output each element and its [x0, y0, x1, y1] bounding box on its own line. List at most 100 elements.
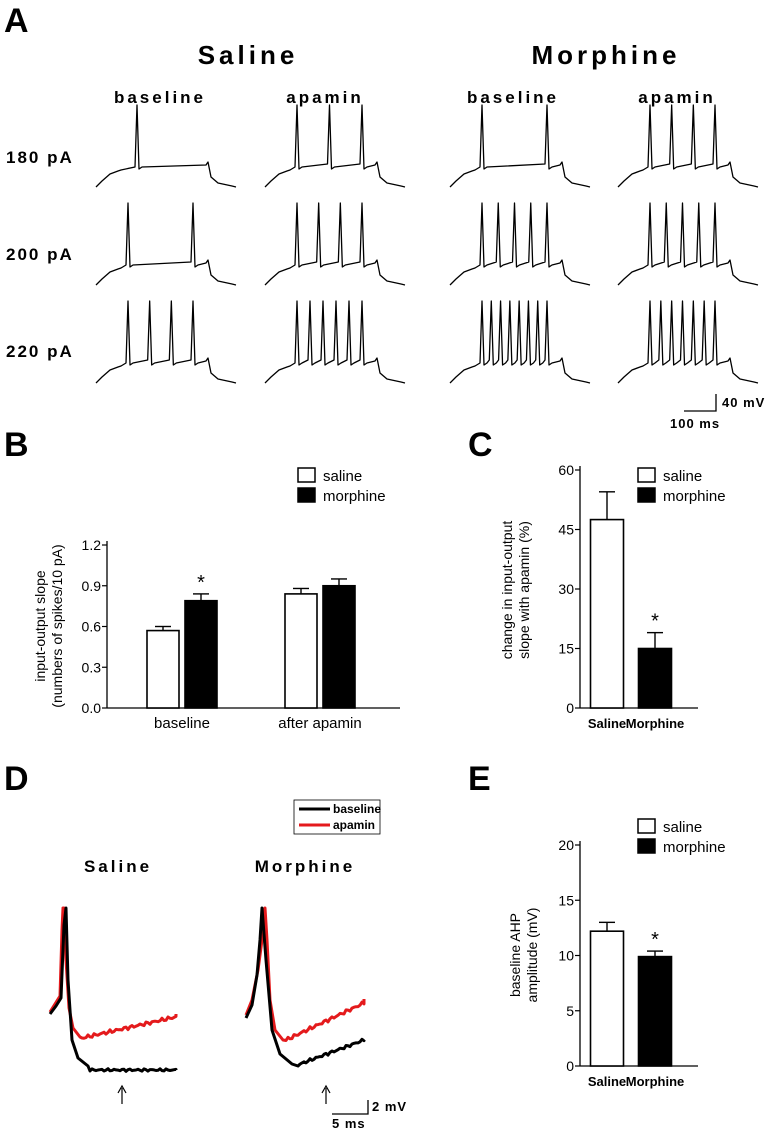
group-label-morphine: Morphine — [532, 40, 681, 70]
group-label-d-saline: Saline — [84, 857, 152, 876]
chart-c-y-tick-label: 45 — [558, 522, 574, 538]
chart-e-y-tick-label: 0 — [566, 1058, 574, 1074]
scalebar-a: 40 mV 100 ms — [670, 394, 765, 431]
scalebar-a-time: 100 ms — [670, 416, 720, 431]
panel-a-label: A — [4, 2, 29, 40]
chart-b-legend-label-saline: saline — [323, 468, 362, 485]
chart-e-legend-label-morphine: morphine — [663, 839, 726, 856]
chart-c-category-label: Morphine — [626, 716, 685, 731]
scalebar-d-time: 5 ms — [332, 1116, 366, 1131]
chart-c-significance-marker: * — [651, 611, 659, 633]
chart-e-category-label: Morphine — [626, 1074, 685, 1089]
apamin-trace-saline — [48, 906, 178, 1040]
chart-b-bar-saline — [284, 593, 318, 709]
panel-c: C 0 15 30 45 60 change in input-outputslope w… — [468, 426, 726, 731]
chart-b-y-tick-label: 1.2 — [82, 537, 102, 553]
panel-c-label: C — [468, 426, 493, 464]
apamin-trace-morphine — [244, 906, 366, 1042]
chart-c-y-tick-label: 15 — [558, 641, 574, 657]
voltage-trace — [264, 300, 406, 384]
baseline-trace-morphine — [244, 906, 366, 1068]
chart-b-bar-morphine — [322, 584, 356, 709]
panel-d: D baseline apamin Saline Morphine 2 mV 5… — [4, 760, 406, 1131]
chart-e-y-tick-label: 5 — [566, 1003, 574, 1019]
current-label-220: 220 pA — [6, 342, 74, 361]
chart-c-y-label: change in input-outputslope with apamin … — [499, 521, 532, 660]
panel-a: A Saline Morphine baseline apamin baseli… — [4, 2, 765, 431]
chart-e-bar-morphine — [637, 955, 673, 1067]
baseline-trace-saline — [48, 906, 178, 1073]
legend-d-apamin-label: apamin — [333, 818, 375, 832]
chart-c-bar-morphine — [637, 647, 673, 709]
voltage-trace — [617, 202, 759, 286]
voltage-trace — [449, 202, 591, 286]
panel-b-label: B — [4, 426, 29, 464]
current-label-180: 180 pA — [6, 148, 74, 167]
chart-e-legend-swatch-morphine — [637, 838, 656, 854]
chart-b-y-tick-label: 0.6 — [82, 619, 102, 635]
chart-e-legend-swatch-saline — [637, 818, 656, 834]
voltage-trace — [95, 300, 237, 384]
arrow-saline — [117, 1084, 127, 1104]
condition-label-morphine-apamin: apamin — [638, 88, 716, 107]
chart-c-bar-saline — [589, 518, 625, 709]
chart-c-y-label-line: slope with apamin (%) — [516, 521, 532, 659]
chart-c-legend-swatch-saline — [637, 467, 656, 483]
chart-b-y-label-line: input-output slope — [32, 570, 48, 682]
condition-label-saline-baseline: baseline — [114, 88, 206, 107]
voltage-trace — [449, 300, 591, 384]
chart-c: 0 15 30 45 60 change in input-outputslope wit… — [499, 462, 726, 731]
legend-d-baseline-label: baseline — [333, 802, 381, 816]
chart-b-bar-morphine — [184, 599, 218, 709]
chart-e-y-tick-label: 20 — [558, 837, 574, 853]
condition-label-saline-apamin: apamin — [286, 88, 364, 107]
chart-e-y-tick-label: 10 — [558, 948, 574, 964]
chart-b-legend-swatch-morphine — [297, 487, 316, 503]
chart-c-category-label: Saline — [588, 716, 626, 731]
chart-c-y-tick-label: 60 — [558, 462, 574, 478]
chart-e-y-label-line: amplitude (mV) — [524, 908, 540, 1003]
current-label-200: 200 pA — [6, 245, 74, 264]
chart-e-y-label: baseline AHPamplitude (mV) — [507, 908, 540, 1003]
chart-b-legend-label-morphine: morphine — [323, 488, 386, 505]
chart-b-legend-swatch-saline — [297, 467, 316, 483]
chart-e-y-label-line: baseline AHP — [507, 913, 523, 997]
voltage-trace — [617, 104, 759, 188]
ahp-traces — [48, 906, 366, 1073]
voltage-trace — [95, 104, 237, 188]
chart-c-legend-label-saline: saline — [663, 468, 702, 485]
chart-e-legend-label-saline: saline — [663, 819, 702, 836]
scalebar-d-lines — [332, 1100, 369, 1115]
chart-b-y-label-line: (numbers of spikes/10 pA) — [49, 544, 65, 707]
chart-e-y-tick-label: 15 — [558, 892, 574, 908]
arrow-morphine — [321, 1084, 331, 1104]
voltage-trace — [264, 202, 406, 286]
chart-e-category-label: Saline — [588, 1074, 626, 1089]
chart-e: 0 5 10 15 20 baseline AHPamplitude (mV) Saline… — [507, 818, 726, 1089]
group-label-d-morphine: Morphine — [255, 857, 356, 876]
chart-c-y-label-line: change in input-output — [499, 521, 515, 660]
panel-b: B 0.0 0.3 0.6 0.9 1.2 input-output slope(numb… — [4, 426, 400, 732]
condition-label-morphine-baseline: baseline — [467, 88, 559, 107]
chart-b-significance-marker: * — [197, 572, 205, 594]
panel-d-label: D — [4, 760, 29, 798]
chart-e-significance-marker: * — [651, 929, 659, 951]
chart-b-y-tick-label: 0.0 — [82, 700, 102, 716]
arrow-saline-head — [117, 1084, 127, 1094]
scalebar-a-voltage: 40 mV — [722, 395, 765, 410]
chart-b: 0.0 0.3 0.6 0.9 1.2 input-output slope(number… — [32, 467, 400, 732]
voltage-traces — [95, 104, 759, 384]
panel-e-label: E — [468, 760, 491, 798]
voltage-trace — [264, 104, 406, 188]
chart-c-y-tick-label: 30 — [558, 581, 574, 597]
scalebar-d: 2 mV 5 ms — [332, 1099, 406, 1131]
chart-c-legend-swatch-morphine — [637, 487, 656, 503]
chart-b-y-tick-label: 0.3 — [82, 659, 102, 675]
chart-b-y-tick-label: 0.9 — [82, 578, 102, 594]
chart-b-bar-saline — [146, 629, 180, 709]
chart-c-y-tick-label: 0 — [566, 700, 574, 716]
voltage-trace — [449, 104, 591, 188]
group-label-saline: Saline — [198, 40, 299, 70]
voltage-trace — [95, 202, 237, 286]
